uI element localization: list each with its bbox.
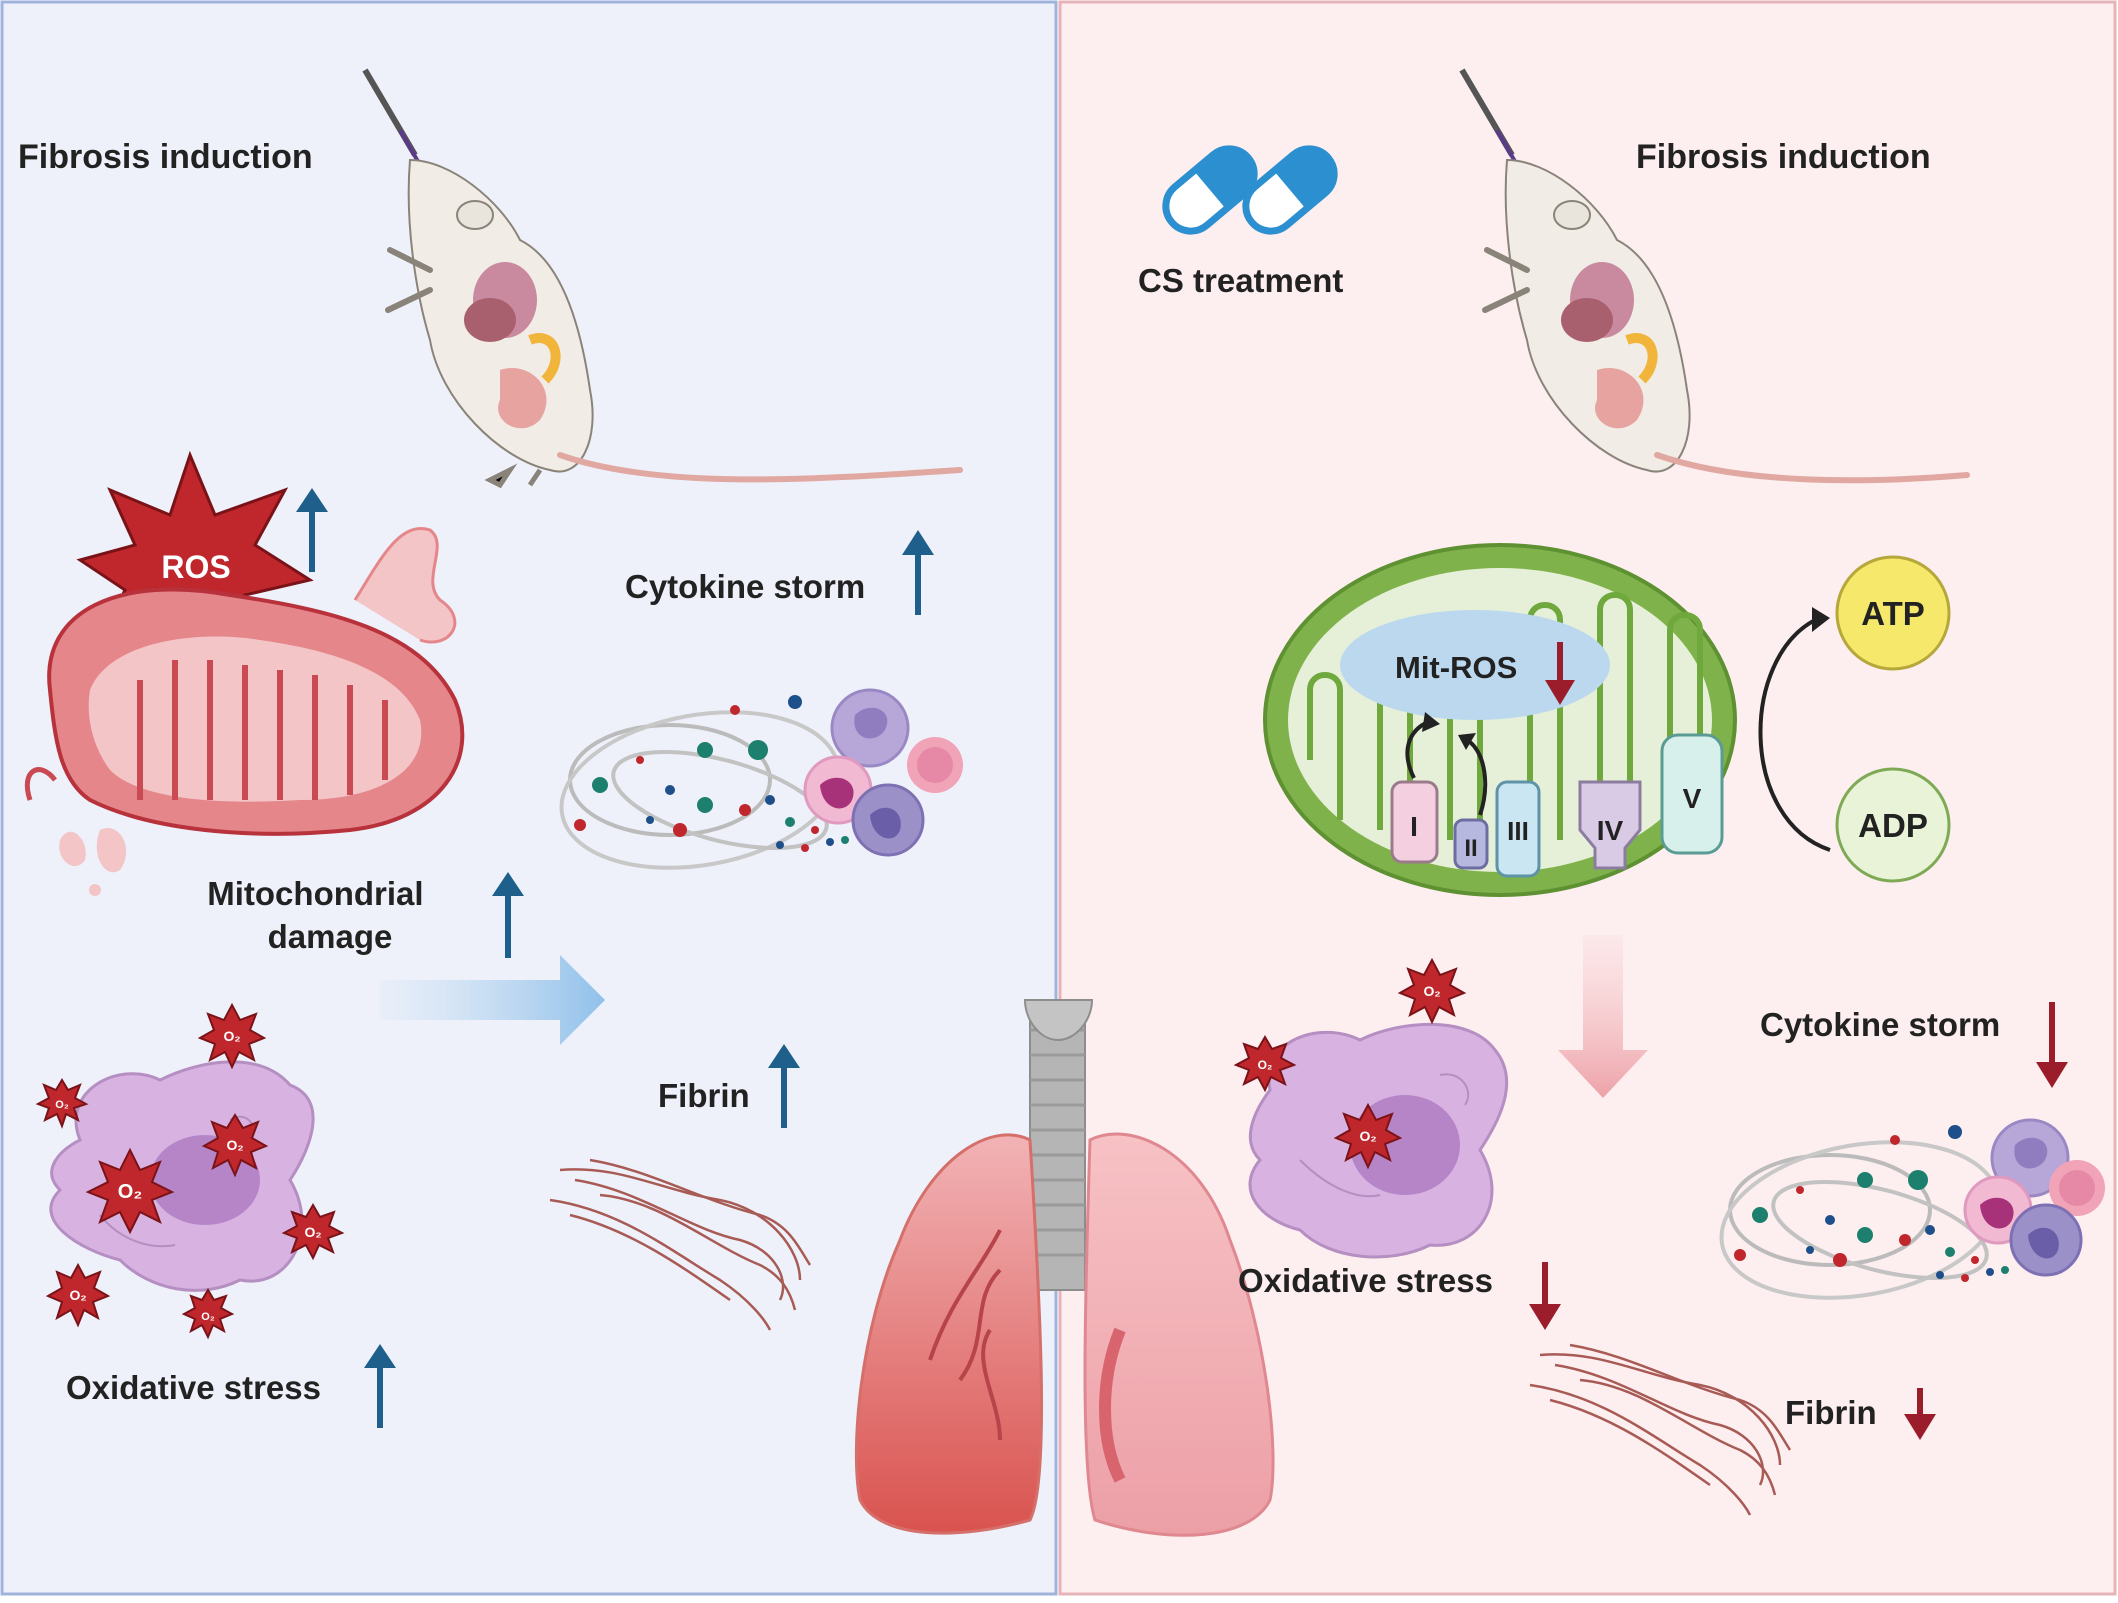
svg-text:V: V	[1683, 783, 1702, 814]
svg-text:O₂: O₂	[1423, 983, 1440, 999]
mito-damage-up-arrow	[492, 872, 524, 958]
complex-ii: II	[1453, 818, 1489, 870]
complex-iv: IV	[1578, 780, 1642, 870]
cytokine-up-arrow	[902, 530, 934, 615]
capsule-icon	[1162, 145, 1338, 235]
adp-node: ADP	[1835, 767, 1951, 883]
svg-text:IV: IV	[1597, 815, 1624, 846]
svg-text:ADP: ADP	[1858, 807, 1928, 844]
svg-text:II: II	[1464, 835, 1477, 862]
svg-text:ATP: ATP	[1861, 595, 1925, 632]
atp-synthesis-arrow	[1758, 618, 1831, 852]
cytokine-down-arrow	[2036, 1002, 2068, 1088]
left-oxidative-label: Oxidative stress	[66, 1369, 321, 1406]
svg-text:O₂: O₂	[1258, 1058, 1273, 1072]
o2-radical-icons-right	[1233, 957, 1467, 1170]
atp-arrowhead	[1812, 607, 1830, 632]
cytokine-cluster-right	[1719, 1118, 2105, 1300]
o2-radical-icons-left	[35, 1002, 345, 1340]
left-title: Fibrosis induction	[18, 138, 313, 176]
right-oxidative-label: Oxidative stress	[1238, 1262, 1493, 1299]
lungs-illustration	[854, 999, 1275, 1537]
right-cytokine-label: Cytokine storm	[1760, 1006, 2000, 1043]
oxidative-down-arrow	[1529, 1262, 1561, 1330]
svg-text:O₂: O₂	[69, 1287, 86, 1303]
o2-labels-right: O₂ O₂ O₂	[1258, 983, 1441, 1144]
fibrin-up-arrow	[768, 1044, 800, 1128]
ros-up-arrow	[296, 488, 328, 572]
right-title: Fibrosis induction	[1636, 138, 1931, 176]
svg-text:ROS: ROS	[161, 549, 230, 585]
mit-ros-down-arrow	[1545, 642, 1575, 705]
left-cytokine-label: Cytokine storm	[625, 568, 865, 605]
svg-text:O₂: O₂	[55, 1099, 69, 1111]
damaged-mitochondrion	[24, 527, 465, 896]
mit-ros-label: Mit-ROS	[1395, 650, 1517, 685]
svg-text:O₂: O₂	[201, 1311, 215, 1323]
progression-arrow-left	[380, 955, 605, 1045]
mouse-illustration-left	[362, 68, 963, 489]
left-fibrin-label: Fibrin	[658, 1077, 750, 1114]
o2-labels-left: O₂ O₂ O₂ O₂ O₂ O₂ O₂	[55, 1028, 321, 1323]
svg-text:I: I	[1410, 811, 1418, 842]
fibrin-fibers-left	[549, 1158, 812, 1331]
cytokine-cluster-left	[559, 688, 963, 870]
atp-node: ATP	[1835, 555, 1951, 671]
mito-damage-label: Mitochondrial damage	[207, 875, 433, 955]
progression-arrow-right	[1558, 935, 1648, 1098]
complex-v: V	[1660, 733, 1724, 855]
mouse-illustration-right	[1459, 68, 1970, 484]
complex-iii: III	[1495, 780, 1541, 878]
right-fibrin-label: Fibrin	[1785, 1394, 1877, 1431]
cs-treatment-label: CS treatment	[1138, 262, 1343, 299]
svg-text:O₂: O₂	[223, 1028, 240, 1044]
oxidative-up-arrow	[364, 1344, 396, 1428]
electron-arrowhead-1	[1422, 712, 1440, 732]
fibrin-down-arrow	[1904, 1388, 1936, 1440]
electron-arrowhead-2	[1458, 733, 1476, 750]
svg-text:O₂: O₂	[304, 1224, 321, 1240]
svg-text:O₂: O₂	[226, 1137, 243, 1153]
fibrin-fibers-right	[1529, 1343, 1792, 1516]
complex-i: I	[1390, 780, 1439, 864]
svg-text:O₂: O₂	[1359, 1128, 1376, 1144]
svg-text:III: III	[1507, 816, 1529, 846]
svg-text:O₂: O₂	[118, 1181, 142, 1203]
